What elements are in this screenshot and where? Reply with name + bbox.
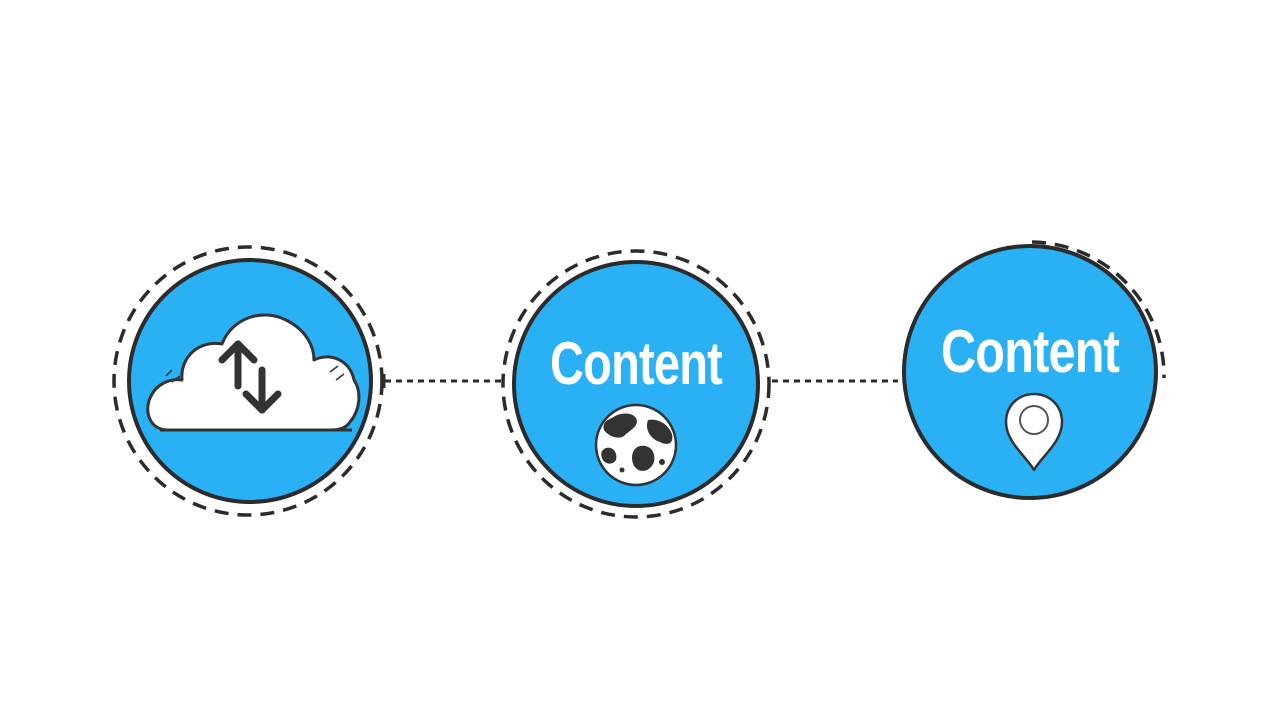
node-3-circle: [902, 244, 1158, 500]
cloud-sync-icon: [146, 313, 361, 432]
globe-landmass-3: [632, 445, 655, 471]
node-1-dashed-ring: [112, 245, 384, 517]
node-3: Content: [902, 240, 1166, 500]
arrow-up-icon: [218, 340, 258, 390]
node-2-label: Content: [550, 330, 723, 397]
globe-landmass-4: [601, 447, 617, 464]
node-1: [112, 245, 384, 517]
node-2-circle: [512, 260, 760, 508]
node-2-dashed-ring: [501, 249, 771, 519]
cloud-sketch-mark-left: [165, 369, 181, 383]
node-3-label: Content: [941, 318, 1120, 385]
globe-landmass-1: [603, 413, 637, 438]
cloud-sketch-mark-right: [329, 365, 345, 381]
node-3-dashed-arc: [1031, 240, 1166, 379]
map-pin-icon: [1004, 392, 1064, 472]
globe-icon: [594, 403, 678, 487]
globe-landmass-2: [646, 419, 673, 444]
arrow-down-icon: [242, 366, 282, 414]
node-2: Content: [501, 249, 771, 519]
cloud-shape: [146, 313, 361, 432]
